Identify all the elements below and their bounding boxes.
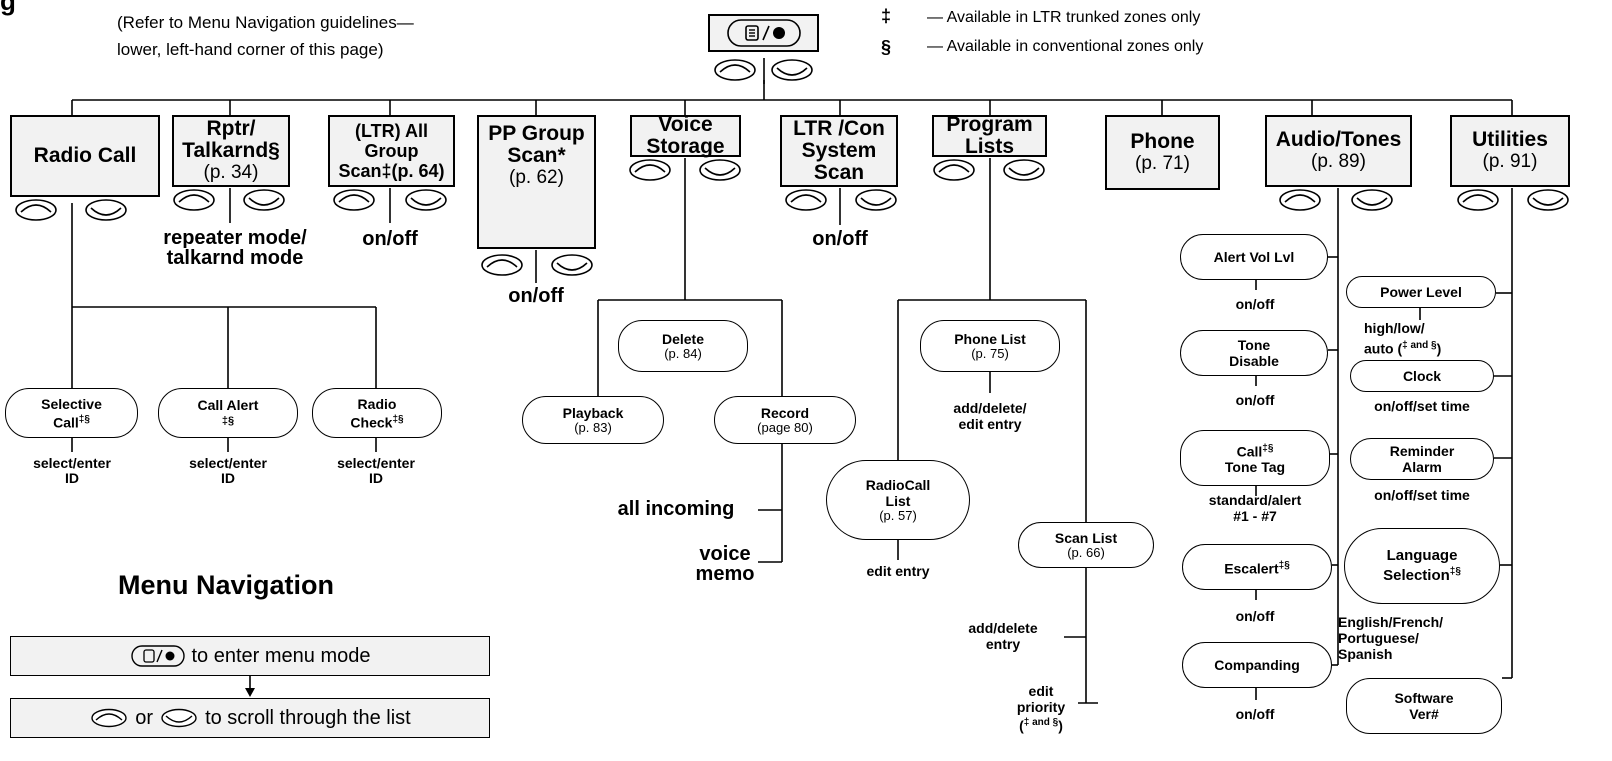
item-call-alert[interactable]: Call Alert ‡§ — [158, 388, 298, 438]
item-escalert[interactable]: Escalert‡§ — [1182, 544, 1332, 590]
menu-program-lists[interactable]: Program Lists — [932, 114, 1047, 158]
menu-rptr-talkarnd[interactable]: Rptr/ Talkarnd§ (p. 34) — [172, 115, 290, 187]
menu-phone[interactable]: Phone (p. 71) — [1105, 115, 1220, 190]
menu-voice-storage[interactable]: Voice Storage — [630, 114, 741, 158]
legend-symbol-ltr: ‡ — [881, 6, 892, 26]
item-software-ver[interactable]: Software Ver# — [1346, 678, 1502, 734]
pp-group-setting: on/off — [508, 285, 564, 307]
item-alert-vol-lvl[interactable]: Alert Vol Lvl — [1180, 234, 1328, 280]
phone-list-setting: add/delete/edit entry — [953, 400, 1027, 432]
item-record[interactable]: Record (page 80) — [714, 396, 856, 444]
item-scan-list[interactable]: Scan List (p. 66) — [1018, 522, 1154, 568]
nav-step-enter: to enter menu mode — [10, 636, 490, 676]
menu-utilities[interactable]: Utilities (p. 91) — [1450, 115, 1570, 187]
legend-symbol-conv: § — [881, 37, 892, 57]
main-scroll-buttons[interactable] — [708, 56, 820, 84]
scroll-down-icon — [161, 708, 197, 728]
legend-text-conv: — Available in conventional zones only — [927, 38, 1204, 55]
refer-note-line2: lower, left-hand corner of this page) — [117, 40, 384, 59]
item-tone-disable[interactable]: Tone Disable — [1180, 330, 1328, 376]
menu-pp-group-scan[interactable]: PP Group Scan* (p. 62) — [477, 115, 596, 249]
item-radio-check[interactable]: Radio Check‡§ — [312, 388, 442, 438]
scroll-up-icon — [91, 708, 127, 728]
item-power-level[interactable]: Power Level — [1346, 276, 1496, 308]
item-selective-call[interactable]: Selective Call‡§ — [5, 388, 138, 438]
menu-ltr-con-system-scan[interactable]: LTR /Con System Scan — [780, 115, 898, 187]
menu-select-key[interactable] — [708, 14, 819, 52]
item-call-tone-tag[interactable]: Call‡§ Tone Tag — [1180, 430, 1330, 486]
record-option-all-incoming: all incoming — [617, 498, 735, 520]
alert-vol-setting: on/off — [1235, 296, 1275, 312]
clock-setting: on/off/set time — [1374, 398, 1470, 414]
reminder-alarm-setting: on/off/set time — [1374, 487, 1470, 503]
ltr-all-setting: on/off — [362, 228, 418, 250]
radiocall-list-setting: edit entry — [866, 563, 930, 579]
menu-radio-call[interactable]: Radio Call — [10, 115, 160, 197]
item-radiocall-list[interactable]: RadioCall List (p. 57) — [826, 460, 970, 540]
companding-setting: on/off — [1235, 706, 1275, 722]
menu-navigation-title: Menu Navigation — [118, 570, 335, 600]
item-companding[interactable]: Companding — [1182, 642, 1332, 688]
nav-step-scroll: or to scroll through the list — [10, 698, 490, 738]
call-tone-tag-setting: standard/alert#1 - #7 — [1208, 492, 1302, 524]
item-delete[interactable]: Delete (p. 84) — [618, 320, 748, 372]
escalert-setting: on/off — [1235, 608, 1275, 624]
item-reminder-alarm[interactable]: Reminder Alarm — [1350, 438, 1494, 480]
refer-note-line1: (Refer to Menu Navigation guidelines— — [117, 13, 414, 32]
ltr-con-setting: on/off — [812, 228, 868, 250]
item-playback[interactable]: Playback (p. 83) — [522, 396, 664, 444]
item-phone-list[interactable]: Phone List (p. 75) — [920, 320, 1060, 372]
item-language-selection[interactable]: Language Selection‡§ — [1344, 528, 1500, 604]
language-setting: English/French/ Portuguese/ Spanish — [1338, 614, 1444, 662]
scan-list-priority: edit priority (‡ and §) — [1016, 683, 1066, 734]
item-clock[interactable]: Clock — [1350, 360, 1494, 392]
menu-select-icon — [130, 645, 185, 667]
menu-audio-tones[interactable]: Audio/Tones (p. 89) — [1265, 115, 1412, 187]
rptr-setting: repeater mode/ talkarnd mode — [163, 227, 307, 269]
menu-ltr-all-group-scan[interactable]: (LTR) All Group Scan‡(p. 64) — [328, 115, 455, 187]
menu-select-icon — [726, 19, 801, 47]
tone-disable-setting: on/off — [1235, 392, 1275, 408]
legend-text-ltr: — Available in LTR trunked zones only — [927, 9, 1201, 26]
power-level-setting: high/low/ auto (‡ and §) — [1364, 320, 1442, 357]
